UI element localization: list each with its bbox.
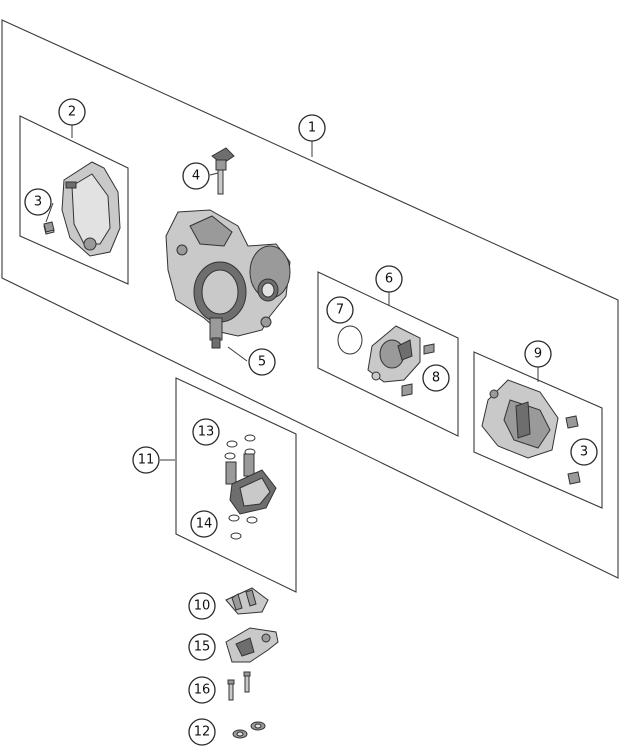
callout-12: 12: [188, 718, 216, 746]
svg-text:15: 15: [194, 640, 211, 655]
svg-text:5: 5: [258, 355, 266, 370]
callout-9: 9: [524, 340, 552, 368]
svg-text:8: 8: [432, 371, 440, 386]
callout-1: 1: [298, 114, 326, 142]
svg-text:9: 9: [534, 347, 542, 362]
part-injectors-11: [224, 434, 277, 540]
callout-14: 14: [190, 510, 218, 538]
callout-3-right: 3: [570, 438, 598, 466]
callout-5: 5: [248, 348, 276, 376]
part-nuts-12: [232, 721, 266, 739]
leader-lines: [45, 125, 539, 461]
callout-10: 10: [188, 592, 216, 620]
part-throttle-body-5: [165, 209, 291, 349]
part-clip-10: [225, 587, 269, 615]
panel-injectors: [175, 377, 297, 593]
svg-text:13: 13: [198, 425, 215, 440]
svg-text:10: 10: [194, 599, 211, 614]
svg-text:3: 3: [580, 445, 588, 460]
part-screws-3-right: [565, 415, 581, 485]
callout-16: 16: [188, 676, 216, 704]
part-sensor-8: [367, 325, 435, 397]
svg-text:4: 4: [192, 169, 200, 184]
part-screw-3-left: [43, 221, 55, 233]
part-cover-2: [43, 161, 121, 257]
callout-15: 15: [188, 633, 216, 661]
panel-cover: [19, 115, 129, 285]
callout-6: 6: [375, 265, 403, 293]
callout-8: 8: [422, 364, 450, 392]
svg-text:12: 12: [194, 725, 211, 740]
part-bolts-16: [227, 671, 251, 701]
svg-text:6: 6: [385, 272, 393, 287]
panel-sensor: [317, 271, 459, 437]
part-o-ring-7: [337, 325, 363, 355]
part-actuator-cover-9: [481, 379, 559, 459]
callout-2: 2: [58, 98, 86, 126]
part-sensor-4: [211, 147, 235, 195]
svg-text:16: 16: [194, 683, 211, 698]
callout-7: 7: [326, 296, 354, 324]
svg-text:7: 7: [336, 303, 344, 318]
svg-text:1: 1: [308, 121, 316, 136]
part-bracket-15: [225, 627, 279, 663]
callout-4: 4: [182, 162, 210, 190]
callout-3-left: 3: [24, 188, 52, 216]
svg-text:14: 14: [196, 517, 213, 532]
svg-text:11: 11: [138, 453, 155, 468]
panel-throttle-body-assembly: [1, 19, 619, 579]
svg-text:3: 3: [34, 195, 42, 210]
panel-actuator-cover: [473, 351, 603, 509]
callout-11: 11: [132, 446, 160, 474]
callout-13: 13: [192, 418, 220, 446]
svg-text:2: 2: [68, 105, 76, 120]
